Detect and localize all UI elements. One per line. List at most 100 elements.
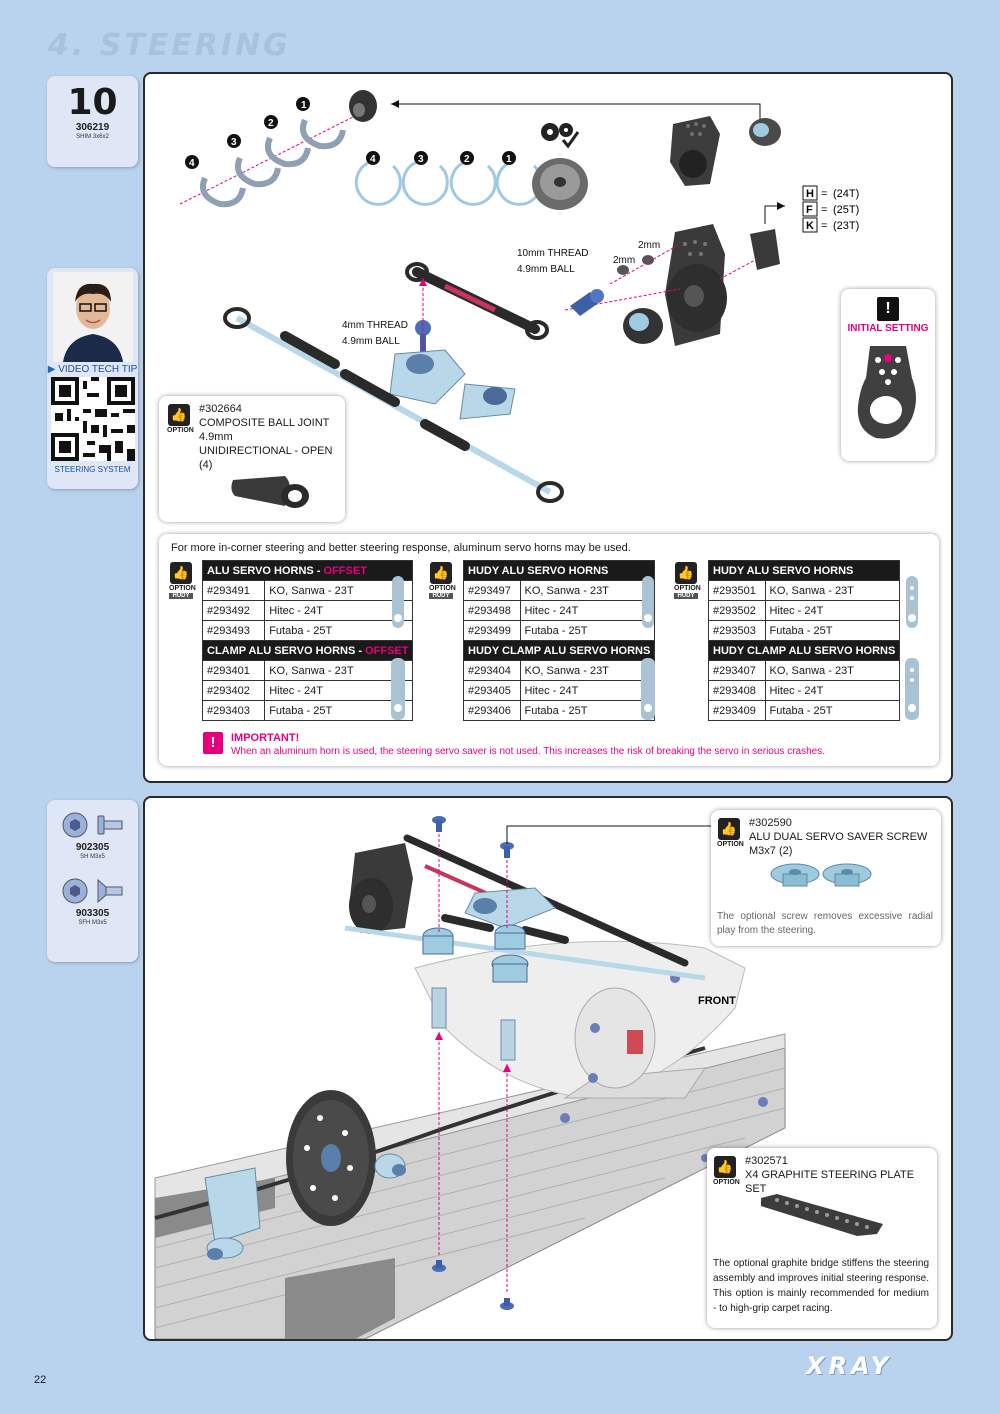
important-text: When an aluminum horn is used, the steer… [231, 746, 825, 757]
part-number: #293492 [201, 600, 266, 621]
page-title: 4. STEERING [48, 28, 291, 63]
horns-head-1b-accent: OFFSET [365, 644, 409, 657]
shim-desc: SHIM 3x6x2 [76, 134, 109, 140]
code-h: H [806, 188, 814, 200]
initial-setting-label: INITIAL SETTING [847, 323, 929, 334]
video-label-row[interactable]: ▶ VIDEO TECH TIP [47, 364, 138, 375]
part-number: #293406 [463, 700, 521, 721]
part-number: #293498 [463, 600, 521, 621]
teeth-k: (23T) [833, 220, 859, 232]
part-desc: Futaba - 25T [519, 620, 656, 641]
plate-part: #302571 [745, 1155, 788, 1167]
option-label: OPTION [167, 427, 194, 434]
important-title: IMPORTANT! [231, 732, 300, 744]
teeth-f: (25T) [833, 204, 859, 216]
option-badge-screw: 👍 OPTION [717, 818, 744, 848]
balljoint-line1: COMPOSITE BALL JOINT 4.9mm [199, 417, 330, 443]
part-number: #293405 [463, 680, 521, 701]
video-topic: STEERING SYSTEM [54, 465, 131, 474]
screw-note: The optional screw removes excessive rad… [717, 911, 933, 936]
balljoint-line2: UNIDIRECTIONAL - OPEN (4) [199, 445, 333, 471]
eq-k: = [821, 220, 827, 232]
part-desc: KO, Sanwa - 23T [519, 580, 656, 601]
mm-label-a: 2mm [638, 240, 660, 251]
horns-head-3a: HUDY ALU SERVO HORNS [707, 560, 901, 581]
horns-intro: For more in-corner steering and better s… [171, 542, 631, 554]
thumbs-up-icon: 👍 [714, 1156, 736, 1178]
option-badge: 👍 OPTION [167, 404, 194, 434]
horns-head-2a: HUDY ALU SERVO HORNS [462, 560, 656, 581]
code-f: F [806, 204, 813, 216]
plate-note: The optional graphite bridge stiffens th… [713, 1258, 929, 1314]
ring-marker-2: 2 [464, 154, 470, 165]
servo-saver-setting-icon [857, 346, 916, 439]
part-desc: Futaba - 25T [764, 700, 901, 721]
option-label-1: OPTION [169, 585, 196, 592]
ring-marker-4: 4 [370, 154, 376, 165]
horn-image-1 [391, 576, 405, 720]
front-label: FRONT [698, 995, 736, 1007]
thread-4-label: 4mm THREAD [342, 320, 408, 331]
part-number: #293408 [708, 680, 766, 701]
screw-sh-desc: SH M3x5 [80, 854, 105, 860]
option-badge-1: 👍 OPTION HUDY [169, 562, 196, 599]
part-number: #293404 [463, 660, 521, 681]
part-number: #293491 [201, 580, 266, 601]
part-desc: Hitec - 24T [519, 680, 656, 701]
hudy-logo-1: HUDY [169, 593, 193, 599]
part-number: #293409 [708, 700, 766, 721]
teeth-h: (24T) [833, 188, 859, 200]
part-number: #293499 [463, 620, 521, 641]
part-number: #293497 [463, 580, 521, 601]
plate-title: X4 GRAPHITE STEERING PLATE SET [745, 1169, 915, 1195]
shim-marker-1: 1 [301, 100, 307, 111]
part-number: #293401 [201, 660, 266, 681]
grease-icon [541, 123, 580, 149]
horns-head-1a-accent: OFFSET [323, 564, 367, 577]
qr-code[interactable] [50, 377, 135, 461]
screw-part: #302590 [749, 817, 792, 829]
eq-f: = [821, 204, 827, 216]
part-desc: KO, Sanwa - 23T [519, 660, 656, 681]
thumbs-up-icon: 👍 [170, 562, 192, 584]
ball-joint-image [231, 476, 309, 508]
play-icon: ▶ [47, 364, 56, 375]
chassis-assembly-panel: FRONT 👍 OPTION #302590 ALU DUAL SERVO SA… [143, 796, 953, 1341]
option-plate-box: 👍 OPTION #302571 X4 GRAPHITE STEERING PL… [707, 1148, 937, 1328]
steering-exploded-diagram: 4 3 2 1 4 3 2 1 [179, 90, 859, 503]
part-number: #293493 [201, 620, 266, 641]
screw-sfh-code: 903305 [75, 908, 110, 919]
option-label-3: OPTION [674, 585, 701, 592]
important-icon: ! [203, 732, 223, 754]
hudy-logo-3: HUDY [674, 593, 698, 599]
shim-marker-4: 4 [189, 158, 195, 169]
horns-head-1a: ALU SERVO HORNS - [207, 564, 324, 577]
hudy-logo-2: HUDY [429, 593, 453, 599]
eq-h: = [821, 188, 827, 200]
thread-10-label: 10mm THREAD [517, 248, 589, 259]
horn-image-2 [641, 576, 655, 720]
thumbs-up-icon: 👍 [675, 562, 697, 584]
horns-head-2b: HUDY CLAMP ALU SERVO HORNS [462, 640, 656, 661]
initial-setting-box: ! INITIAL SETTING [841, 289, 935, 461]
part-number: #293501 [708, 580, 766, 601]
thumbs-up-icon: 👍 [168, 404, 190, 426]
technician-photo [52, 272, 133, 362]
part-desc: Futaba - 25T [519, 700, 656, 721]
ring-marker-3: 3 [418, 154, 424, 165]
option-label-screw: OPTION [717, 841, 744, 848]
screw-sh-code: 902305 [75, 842, 110, 853]
